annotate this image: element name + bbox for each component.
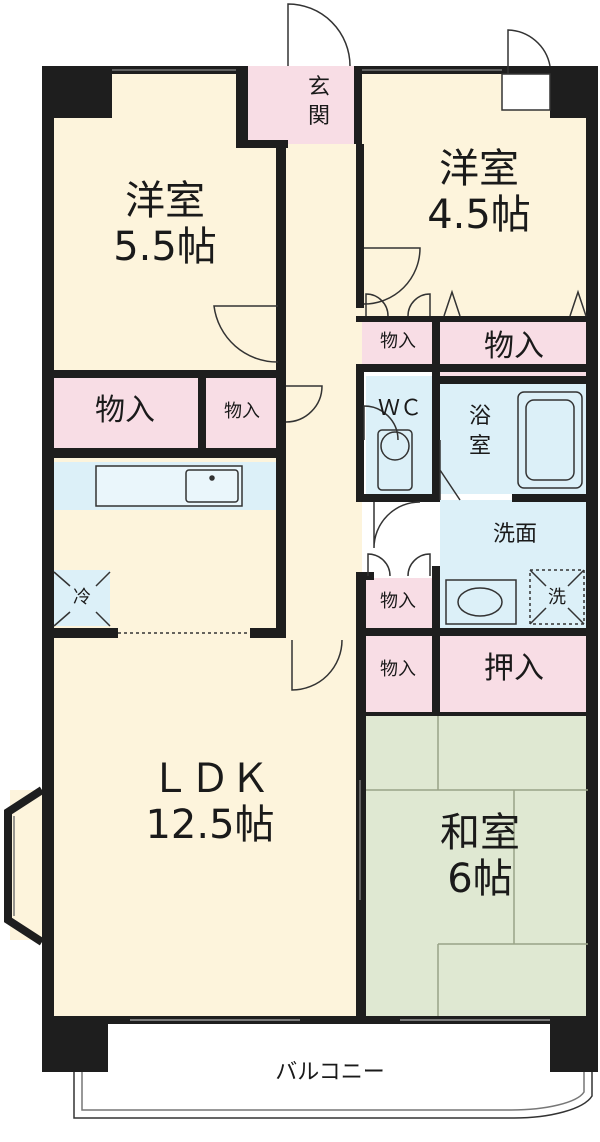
kitchen-sink-basin xyxy=(185,469,239,503)
oshiire-closet xyxy=(440,636,588,712)
closet-c xyxy=(362,322,434,364)
closet-a-label: 物入 xyxy=(95,393,155,428)
wall-room-a-bottom xyxy=(42,370,286,378)
closet-d-doors xyxy=(443,289,587,317)
room-a-door-swing xyxy=(213,305,279,363)
closet-f-label: 物入 xyxy=(380,659,416,680)
wall-wc-bottom xyxy=(356,494,440,502)
wall-bath-bottom xyxy=(512,494,598,502)
wall-room-b-bottom xyxy=(356,316,598,322)
entrance-door-swing xyxy=(287,3,351,67)
western-room-b-size: 4.5帖 xyxy=(427,192,531,238)
balcony-label: バルコニー xyxy=(275,1060,385,1085)
western-room-a-size: 5.5帖 xyxy=(113,224,217,270)
wall-hall-left xyxy=(276,140,286,636)
wall-outer-left xyxy=(42,66,54,1024)
wall-oshiire-bottom xyxy=(362,712,598,716)
wall-wash-bottom xyxy=(356,628,598,636)
closet-e-doors xyxy=(367,553,431,577)
closet-e xyxy=(362,578,434,628)
wall-entrance-right xyxy=(354,66,362,144)
room-b-door-swing xyxy=(507,29,551,74)
room-b-window-box xyxy=(501,73,551,111)
washer-marks xyxy=(529,569,585,625)
ldk-room xyxy=(52,634,362,1020)
closet-f xyxy=(362,636,434,712)
closet-b xyxy=(206,378,278,448)
ldk-door-swing xyxy=(291,639,343,691)
closet-c-label: 物入 xyxy=(380,331,416,352)
bath-label: 浴室 xyxy=(460,402,500,461)
bath-text: 浴室 xyxy=(468,404,491,459)
wall-entrance-left xyxy=(236,66,248,146)
wc-door xyxy=(363,405,399,441)
japanese-room-label: 和室 6帖 xyxy=(380,810,580,902)
bathtub-outer xyxy=(517,391,583,489)
balcony-inner-rail xyxy=(81,1072,585,1111)
column-bottom-left xyxy=(42,1020,108,1072)
ldk-label: ＬＤＫ 12.5帖 xyxy=(100,756,320,848)
wall-ldk-right xyxy=(356,572,366,1024)
tatami-lines xyxy=(366,716,588,1016)
western-room-a-name: 洋室 xyxy=(125,178,205,224)
wc-label: ＷＣ xyxy=(377,396,422,421)
washbasin-counter xyxy=(445,579,517,625)
closet-b-door-swing xyxy=(285,385,323,423)
column-top-right xyxy=(550,66,598,118)
closet-a xyxy=(52,378,198,448)
closet-b-label: 物入 xyxy=(224,401,260,422)
bathtub-inner xyxy=(525,399,575,481)
toilet-bowl xyxy=(380,431,410,461)
bay-window-frame xyxy=(4,786,45,946)
closet-d-label: 物入 xyxy=(484,329,544,364)
closet-e-label: 物入 xyxy=(380,591,416,612)
washbasin-bowl xyxy=(457,587,503,617)
wall-oshiire-left xyxy=(432,636,440,716)
toilet-outline xyxy=(377,429,413,491)
wall-ldk-top-left xyxy=(42,628,118,638)
washroom-door xyxy=(373,501,421,549)
wall-outer-right xyxy=(586,66,598,1024)
wall-closet-e-top xyxy=(356,572,374,580)
washer-label: 洗 xyxy=(548,587,566,608)
hallway xyxy=(278,140,362,640)
wall-entrance-bottom xyxy=(236,140,288,148)
oshiire-label: 押入 xyxy=(484,651,544,686)
balcony-rail xyxy=(73,1072,593,1119)
western-room-b-label: 洋室 4.5帖 xyxy=(384,146,574,238)
washroom-label: 洗面 xyxy=(492,522,537,547)
washroom xyxy=(440,500,588,628)
washer-outline xyxy=(529,569,585,625)
wall-closets-bottom xyxy=(42,448,286,458)
wall-ldk-top-right xyxy=(250,628,286,638)
fridge-label: 冷 xyxy=(73,587,91,608)
column-bottom-right xyxy=(550,1020,598,1072)
entrance-area xyxy=(248,66,356,144)
ldk-size: 12.5帖 xyxy=(145,802,275,848)
entrance-text: 玄関 xyxy=(307,75,330,129)
ldk-name: ＬＤＫ xyxy=(150,756,270,802)
wall-hall-right xyxy=(356,144,364,308)
bathroom xyxy=(440,384,588,494)
column-top-left xyxy=(42,66,112,118)
japanese-room-name: 和室 xyxy=(440,810,520,856)
wall-wash-left xyxy=(432,566,440,638)
western-room-a-label: 洋室 5.5帖 xyxy=(70,178,260,270)
wall-closet-c-bottom xyxy=(356,364,588,372)
bath-door xyxy=(439,440,461,501)
entrance-label: 玄関 xyxy=(306,74,332,131)
wall-hall-right-lower xyxy=(356,364,364,500)
wall-bath-top xyxy=(432,376,598,384)
room-b-door-swing-inner xyxy=(363,247,421,305)
wall-closet-c-right xyxy=(432,316,440,496)
wall-closet-a-right xyxy=(198,370,206,452)
closet-c-doors xyxy=(365,293,431,317)
fridge-marks xyxy=(53,571,111,627)
japanese-room-size: 6帖 xyxy=(447,856,513,902)
western-room-b-name: 洋室 xyxy=(439,146,519,192)
kitchen-sink-counter xyxy=(95,465,243,507)
wall-bottom xyxy=(42,1016,598,1024)
japanese-room xyxy=(366,712,588,1020)
